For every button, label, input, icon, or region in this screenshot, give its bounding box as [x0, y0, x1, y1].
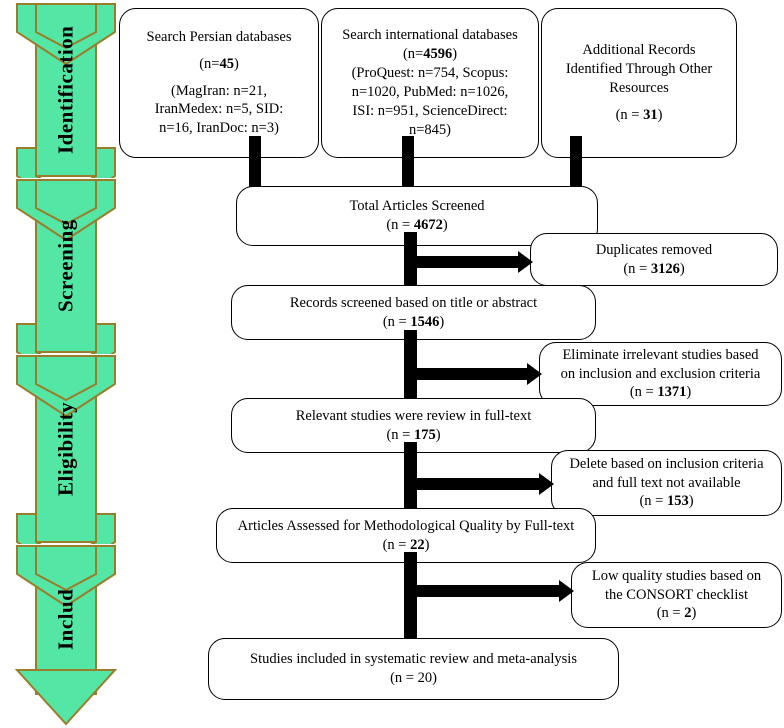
stage-banner-identification: Identification — [14, 2, 118, 178]
irrelevant-line1: Eliminate irrelevant studies based — [562, 346, 759, 363]
international-line5: ISI: n=951, ScienceDirect: — [352, 102, 508, 119]
branch-to-low-quality — [416, 585, 563, 597]
no-full-text-count: (n = 153) — [639, 493, 694, 510]
branch-to-duplicates — [416, 256, 522, 268]
chevron-arrow-icon — [16, 355, 116, 544]
chevron-arrow-icon — [14, 545, 118, 726]
relevant-count: (n = 175) — [386, 426, 441, 443]
arrowhead-to-duplicates — [518, 251, 533, 273]
irrelevant-count-value: 1371 — [657, 384, 687, 401]
box-delete-no-full-text: Delete based on inclusion criteria and f… — [551, 450, 782, 516]
international-line4: n=1020, PubMed: n=1026, — [351, 84, 509, 100]
duplicates-count: (n = 3126) — [623, 260, 685, 277]
additional-line3: Resources — [609, 80, 669, 96]
stage-banner-screening: Screening — [14, 178, 118, 354]
stage-banner-included: Includ — [14, 544, 118, 726]
box-search-persian-databases: Search Persian databases (n=45) (MagIran… — [119, 8, 319, 158]
included-count: (n = 20) — [390, 670, 437, 686]
stage-banner-eligibility: Eligibility — [14, 354, 118, 544]
branch-to-irrelevant — [416, 368, 531, 380]
connector-international-to-total — [402, 136, 414, 196]
connector-additional-to-total — [570, 136, 582, 196]
spine-quality-to-included — [404, 552, 417, 648]
box-additional-records: Additional Records Identified Through Ot… — [541, 8, 737, 158]
additional-line2: Identified Through Other — [565, 61, 713, 78]
branch-to-no-full-text — [416, 478, 543, 490]
spine-relevant-to-quality — [404, 442, 417, 524]
quality-count-value: 22 — [410, 536, 425, 553]
connector-persian-to-total — [249, 136, 261, 196]
additional-line1: Additional Records — [582, 42, 696, 59]
arrowhead-to-no-full-text — [539, 473, 554, 495]
chevron-arrow-icon — [16, 3, 116, 178]
spine-records-to-relevant — [404, 330, 417, 402]
international-line6: n=845) — [408, 121, 451, 138]
low-quality-count-value: 2 — [684, 605, 692, 622]
quality-count: (n = 22) — [382, 536, 430, 553]
included-line1: Studies included in systematic review an… — [250, 651, 577, 668]
no-full-text-count-value: 153 — [666, 493, 689, 510]
chevron-arrow-icon — [16, 179, 116, 354]
box-search-international-databases: Search international databases (n=4596) … — [321, 8, 539, 158]
no-full-text-line2: and full text not available — [592, 474, 741, 491]
total-screened-count-value: 4672 — [413, 217, 443, 233]
relevant-line1: Relevant studies were review in full-tex… — [295, 407, 532, 424]
persian-line1: Search Persian databases — [146, 28, 292, 45]
persian-line3: (MagIran: n=21, — [171, 82, 267, 99]
records-screened-count: (n = 1546) — [382, 313, 445, 330]
no-full-text-line1: Delete based on inclusion criteria — [569, 455, 764, 472]
persian-line4: IranMedex: n=5, SID: — [154, 101, 284, 118]
box-duplicates-removed: Duplicates removed (n = 3126) — [530, 233, 778, 286]
persian-count-value: 45 — [219, 55, 234, 72]
records-screened-count-value: 1546 — [410, 313, 440, 330]
quality-line1: Articles Assessed for Methodological Qua… — [237, 517, 575, 534]
duplicates-count-value: 3126 — [650, 260, 680, 277]
additional-count: (n = 31) — [615, 106, 663, 123]
relevant-count-value: 175 — [413, 426, 436, 443]
duplicates-line1: Duplicates removed — [595, 241, 713, 258]
irrelevant-count: (n = 1371) — [629, 384, 692, 401]
persian-count: (n=45) — [199, 55, 239, 72]
arrowhead-to-low-quality — [559, 580, 574, 602]
low-quality-count: (n = 2) — [656, 605, 697, 622]
records-screened-line1: Records screened based on title or abstr… — [289, 294, 538, 311]
low-quality-line2: the CONSORT checklist — [604, 586, 749, 603]
spine-total-to-records — [404, 232, 417, 294]
arrowhead-to-irrelevant — [527, 363, 542, 385]
irrelevant-line2: on inclusion and exclusion criteria — [560, 365, 761, 382]
total-screened-count: (n = 4672) — [386, 217, 448, 233]
included-count-value: 20 — [417, 670, 433, 686]
box-eliminate-irrelevant-studies: Eliminate irrelevant studies based on in… — [539, 342, 782, 406]
international-line1: Search international databases — [342, 27, 518, 44]
international-count-value: 4596 — [423, 46, 453, 63]
low-quality-line1: Low quality studies based on — [591, 567, 762, 584]
total-screened-line1: Total Articles Screened — [349, 198, 485, 215]
international-count: (n=4596) — [402, 46, 458, 63]
additional-count-value: 31 — [643, 106, 658, 123]
persian-line5: n=16, IranDoc: n=3) — [159, 120, 279, 137]
international-line3: (ProQuest: n=754, Scopus: — [351, 65, 509, 82]
box-studies-included: Studies included in systematic review an… — [208, 638, 619, 700]
box-low-quality-studies: Low quality studies based on the CONSORT… — [571, 562, 782, 628]
